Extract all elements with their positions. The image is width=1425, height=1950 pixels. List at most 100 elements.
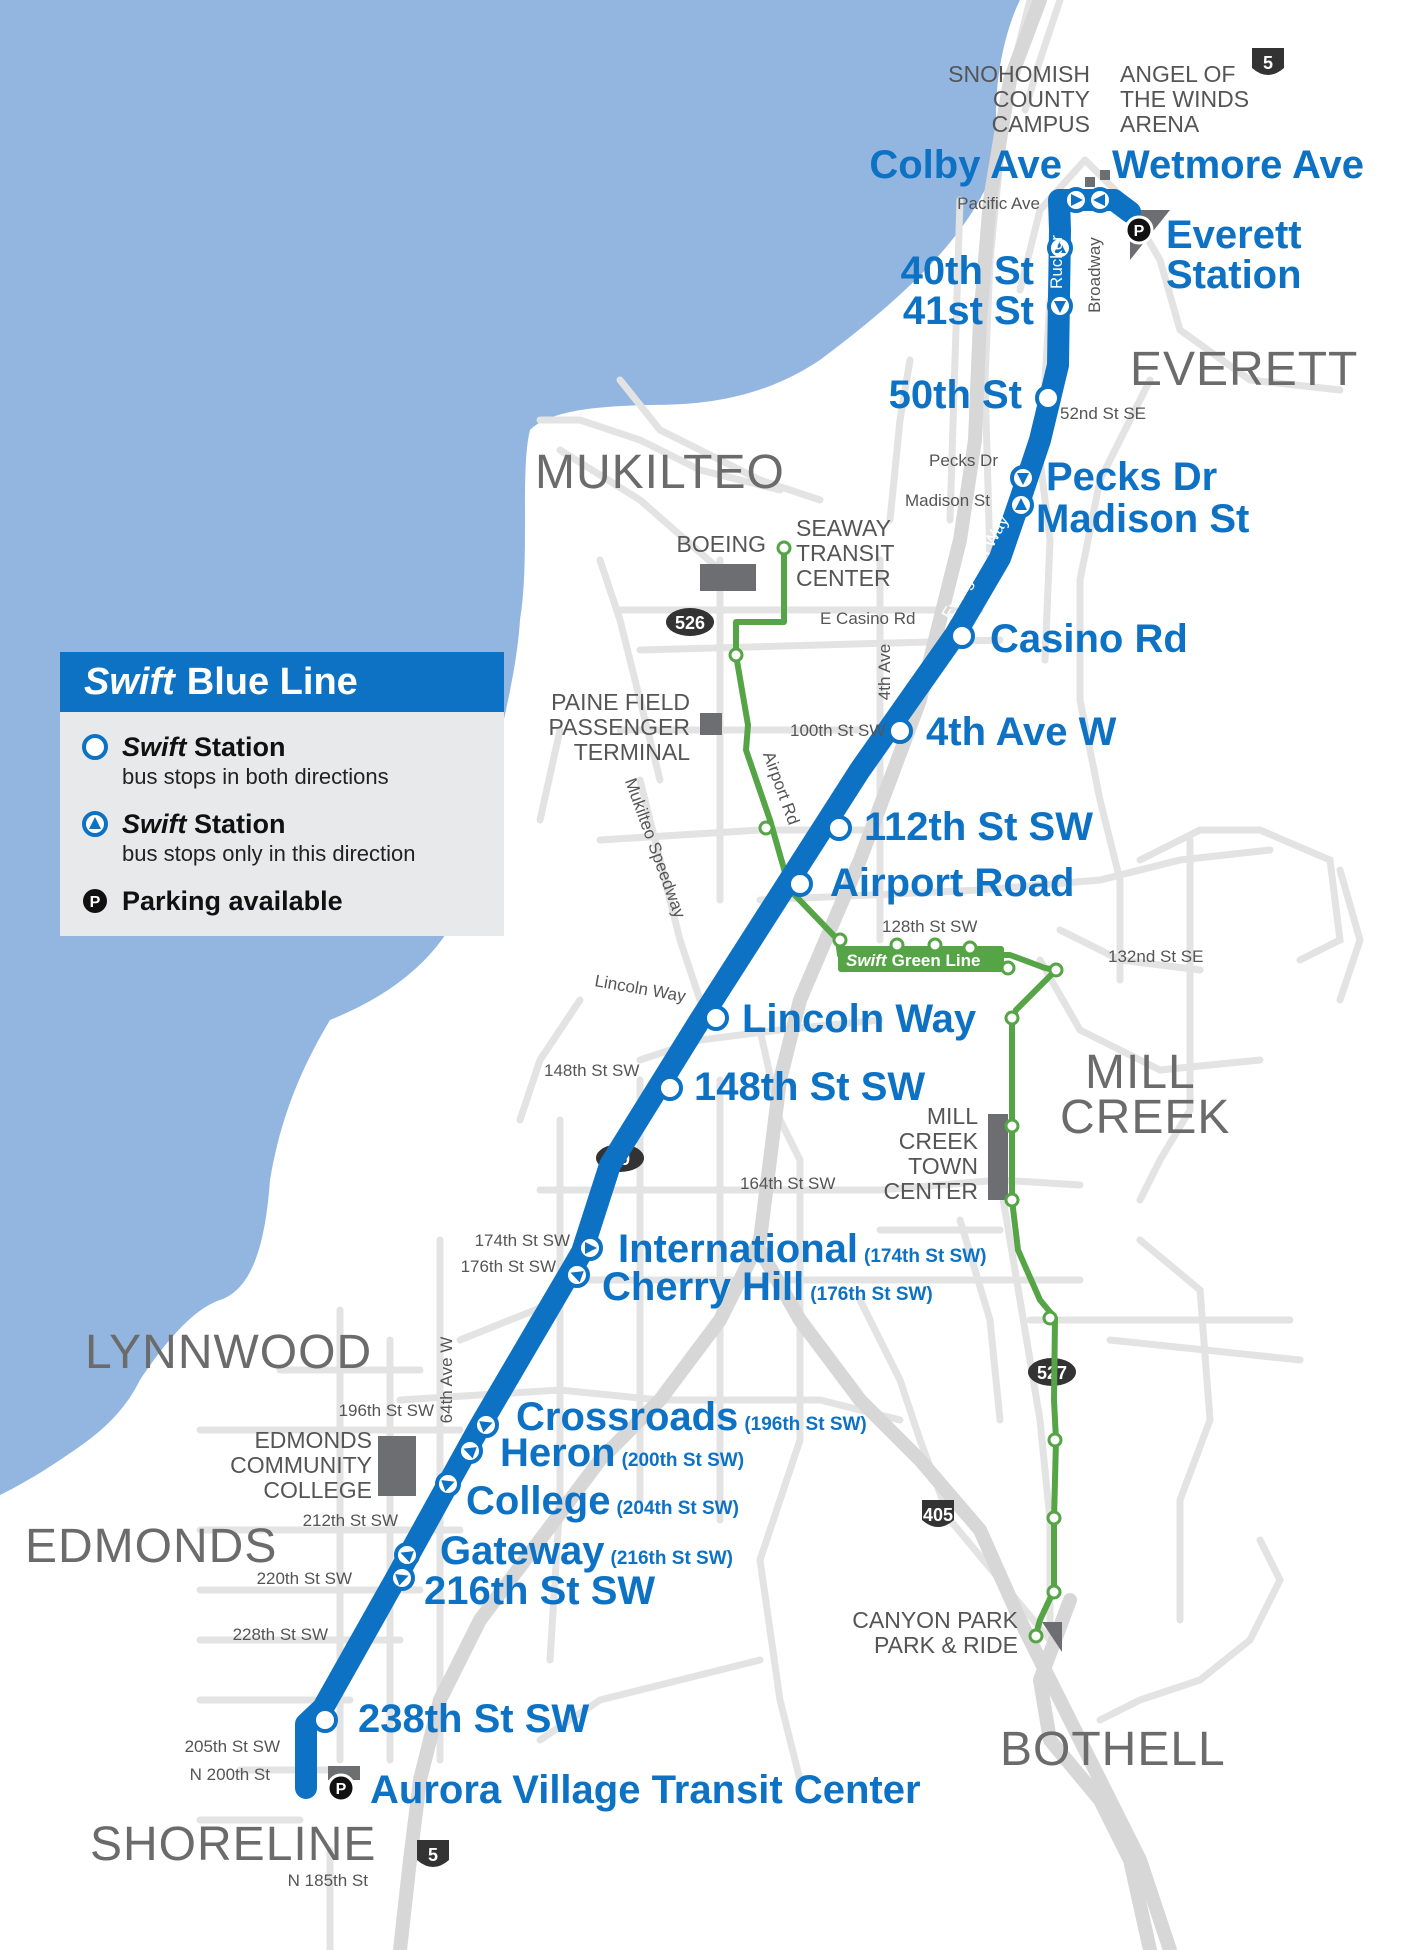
- street-174th-st-sw: 174th St SW: [475, 1231, 570, 1250]
- landmark-paine-field-passenger-terminal-line-2: TERMINAL: [574, 739, 691, 765]
- landmark-angel-of-the-winds-arena-line-2: ARENA: [1120, 111, 1200, 137]
- station-cherry-hill[interactable]: [564, 1262, 590, 1288]
- station-label-casino-rd: Casino Rd: [990, 617, 1188, 661]
- station-lincoln-way[interactable]: [703, 1005, 729, 1031]
- highway-shield-5-icon: 5: [1252, 48, 1284, 75]
- city-label-mill-creek-1: CREEK: [1060, 1091, 1230, 1144]
- station-heron[interactable]: [457, 1438, 483, 1464]
- street-164th-st-sw: 164th St SW: [740, 1174, 835, 1193]
- landmark-snohomish-county-campus-line-0: SNOHOMISH: [948, 61, 1090, 87]
- direction-arrow-icon: [1054, 301, 1066, 313]
- street-176th-st-sw: 176th St SW: [461, 1257, 556, 1276]
- station-pecks-dr[interactable]: [1010, 465, 1036, 491]
- svg-text:5: 5: [1263, 53, 1273, 73]
- station-label-gateway: Gateway(216th St SW): [440, 1529, 733, 1573]
- snohomish-county-campus-marker: [1085, 177, 1095, 187]
- puget-sound-water: [0, 0, 1020, 1495]
- station-college[interactable]: [435, 1471, 461, 1497]
- svg-text:P: P: [90, 894, 101, 911]
- street-228th-st-sw: 228th St SW: [233, 1625, 328, 1644]
- station-label-wetmore-ave: Wetmore Ave: [1112, 143, 1364, 187]
- station-gateway[interactable]: [394, 1542, 420, 1568]
- landmark-edmonds-community-college-line-0: EDMONDS: [254, 1427, 372, 1453]
- station-238th-st-sw[interactable]: [312, 1707, 338, 1733]
- landmark-mill-creek-town-center-line-1: CREEK: [899, 1128, 979, 1154]
- station-label-40th-st: 40th St: [901, 249, 1034, 293]
- station-label-aurora-village-transit-center: Aurora Village Transit Center: [370, 1768, 921, 1812]
- station-label-216th-st-sw: 216th St SW: [424, 1569, 655, 1613]
- street-lincoln-way: Lincoln Way: [593, 971, 687, 1006]
- direction-arrow-icon: [463, 1447, 477, 1459]
- landmark-angel-of-the-winds-arena-line-1: THE WINDS: [1120, 86, 1249, 112]
- street-n-200th-st: N 200th St: [190, 1765, 271, 1784]
- station-casino-rd[interactable]: [949, 623, 975, 649]
- station-label-airport-road: Airport Road: [830, 861, 1074, 905]
- station-madison-st[interactable]: [1008, 492, 1034, 518]
- station-label-238th-st-sw: 238th St SW: [358, 1697, 589, 1741]
- direction-arrow-icon: [1015, 498, 1027, 510]
- street-220th-st-sw: 220th St SW: [257, 1569, 352, 1588]
- landmark-mill-creek-town-center-line-2: TOWN: [908, 1153, 978, 1179]
- station-wetmore-ave[interactable]: [1087, 187, 1113, 213]
- legend-item-one-way-station: Swift Station bus stops only in this dir…: [82, 809, 416, 869]
- edmonds-cc-marker: [378, 1436, 416, 1496]
- landmark-canyon-park-park-ride-line-1: PARK & RIDE: [874, 1632, 1018, 1658]
- landmark-mill-creek-town-center-line-3: CENTER: [883, 1178, 978, 1204]
- street-broadway: Broadway: [1085, 237, 1104, 313]
- legend-oneway-label: Station: [194, 809, 286, 839]
- highway-shield-405-icon: 405: [922, 1500, 954, 1527]
- station-international[interactable]: [577, 1235, 603, 1261]
- direction-arrow-icon: [1017, 473, 1029, 485]
- station-everett-station[interactable]: P: [1124, 215, 1154, 245]
- station-label-international: International(174th St SW): [618, 1227, 986, 1271]
- parking-icon: P: [336, 1781, 347, 1798]
- direction-arrow-icon: [570, 1271, 584, 1283]
- station-label-colby-ave: Colby Ave: [869, 143, 1062, 187]
- station-label-lincoln-way: Lincoln Way: [742, 997, 977, 1041]
- city-label-edmonds: EDMONDS: [25, 1520, 277, 1573]
- station-colby-ave[interactable]: [1063, 187, 1089, 213]
- green-line-stops: [728, 540, 1064, 1644]
- station-arrow-icon: [82, 811, 108, 837]
- landmark-paine-field-passenger-terminal-line-0: PAINE FIELD: [551, 689, 690, 715]
- station-216th-st-sw[interactable]: [389, 1565, 415, 1591]
- station-circle-icon: [82, 734, 108, 760]
- direction-arrow-icon: [441, 1480, 455, 1492]
- station-label-pecks-dr: Pecks Dr: [1046, 455, 1217, 499]
- legend: Swift Blue Line Swift Station bus stops …: [60, 652, 504, 936]
- station-50th-st[interactable]: [1035, 385, 1061, 411]
- svg-text:526: 526: [675, 613, 705, 633]
- street-4th-ave: 4th Ave: [875, 644, 894, 700]
- station-crossroads[interactable]: [473, 1412, 499, 1438]
- legend-station-label: Station: [194, 732, 286, 762]
- station-112th-st-sw[interactable]: [826, 815, 852, 841]
- station-40th-st[interactable]: [1047, 235, 1073, 261]
- street-128th-st-sw: 128th St SW: [882, 917, 977, 936]
- svg-text:405: 405: [923, 1505, 953, 1525]
- legend-oneway-brand: Swift: [122, 809, 187, 839]
- boeing-marker: [700, 564, 756, 591]
- landmark-snohomish-county-campus-line-2: CAMPUS: [992, 111, 1090, 137]
- paine-field-terminal-marker: [700, 713, 722, 735]
- i5-freeway: [393, 0, 1047, 1950]
- street-madison-st: Madison St: [905, 491, 990, 510]
- city-label-everett: EVERETT: [1130, 343, 1358, 396]
- arena-marker: [1100, 170, 1110, 180]
- legend-item-station: Swift Station bus stops in both directio…: [82, 732, 389, 792]
- station-41st-st[interactable]: [1047, 293, 1073, 319]
- station-label-41st-st: 41st St: [903, 289, 1034, 333]
- station-airport-road[interactable]: [787, 871, 813, 897]
- legend-parking-label: Parking available: [122, 886, 343, 916]
- direction-arrow-icon: [395, 1574, 409, 1586]
- station-148th-st-sw[interactable]: [657, 1075, 683, 1101]
- parking-icon: P: [83, 889, 107, 913]
- canyon-park-marker: [1042, 1622, 1062, 1652]
- station-4th-ave-w[interactable]: [887, 718, 913, 744]
- direction-arrow-icon: [1071, 194, 1083, 206]
- legend-station-desc: bus stops in both directions: [122, 764, 389, 789]
- station-aurora-village-transit-center[interactable]: P: [326, 1773, 356, 1803]
- station-label-cherry-hill: Cherry Hill(176th St SW): [602, 1265, 933, 1309]
- street-rucker: Rucker: [1047, 235, 1066, 289]
- direction-arrow-icon: [585, 1242, 597, 1254]
